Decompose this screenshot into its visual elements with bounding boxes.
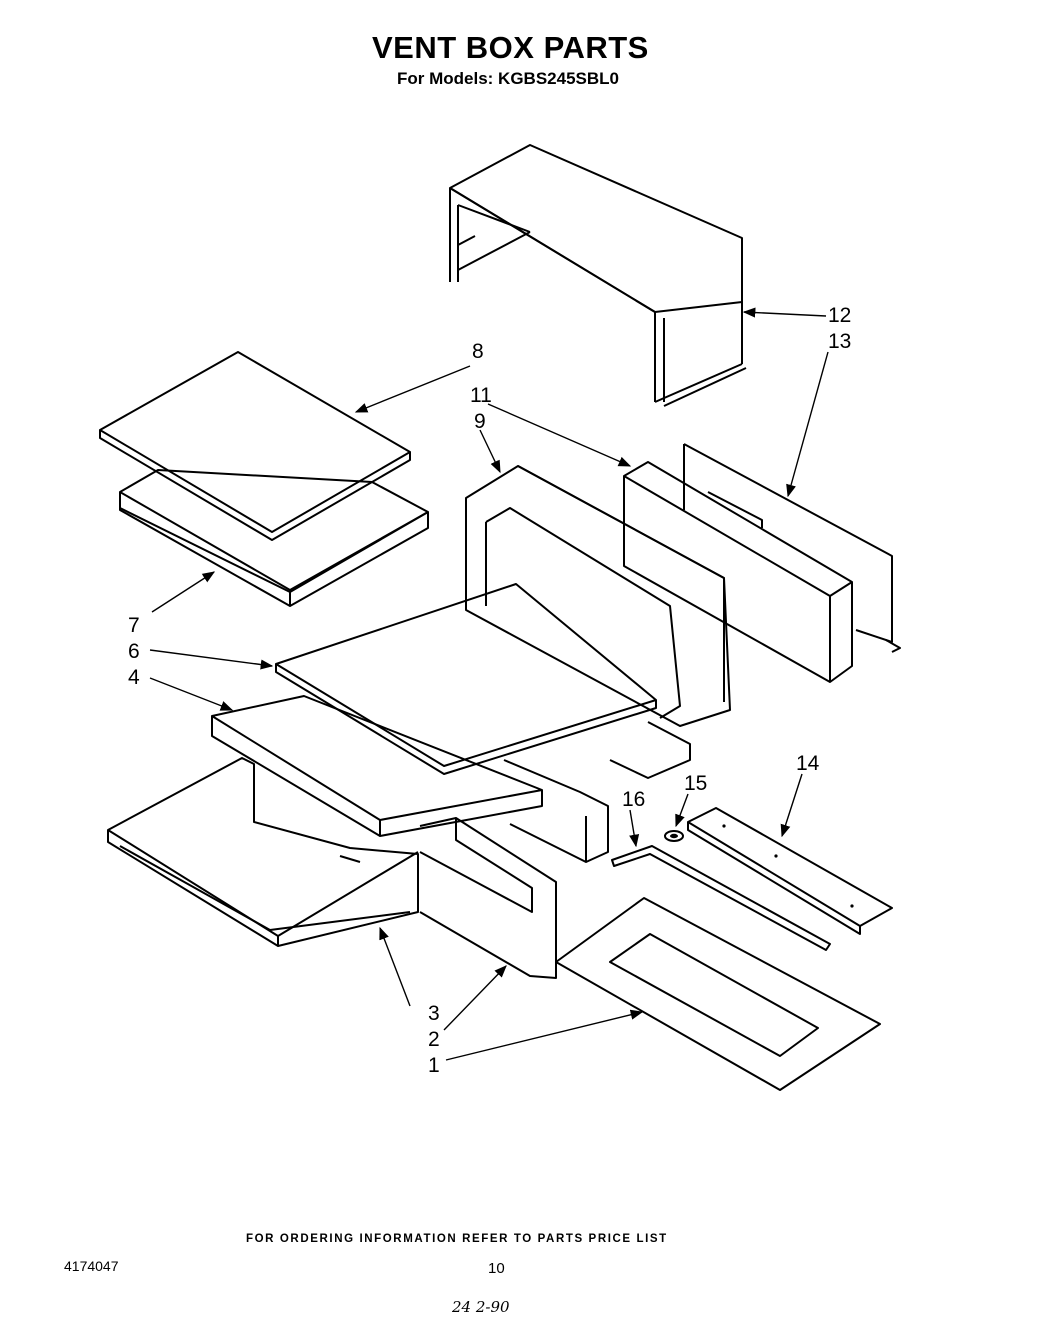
document-number: 4174047 [64, 1258, 119, 1274]
part-16-rod [611, 845, 831, 951]
part-3-vent-box-housing [107, 757, 419, 947]
callout-13: 13 [828, 330, 851, 353]
callout-7: 7 [128, 614, 140, 637]
callout-11: 11 [470, 384, 492, 407]
part-8-top-plate [99, 351, 411, 541]
part-6-damper-plate [275, 583, 657, 775]
part-4-base-plate [211, 695, 543, 837]
part-2-side-panel [419, 817, 557, 979]
leader-lines [149, 307, 829, 1061]
part-11-duct-panel [623, 461, 853, 683]
callout-14: 14 [796, 752, 820, 775]
callout-9: 9 [474, 410, 486, 433]
callout-15: 15 [684, 772, 707, 795]
handwritten-note: 24 2-90 [452, 1298, 510, 1316]
part-15-grommet [664, 830, 684, 842]
part-9-duct-frame [465, 465, 731, 779]
part-12-vent-cover [449, 144, 747, 407]
callout-2: 2 [428, 1028, 440, 1051]
part-13-rear-baffle [683, 443, 901, 653]
callout-3: 3 [428, 1002, 440, 1025]
page-title: VENT BOX PARTS [372, 30, 649, 65]
ordering-info-note: FOR ORDERING INFORMATION REFER TO PARTS … [246, 1233, 668, 1245]
callout-4: 4 [128, 666, 140, 689]
part-14-rail-bracket [687, 807, 893, 935]
part-7-insulation [119, 469, 429, 607]
support-block [503, 759, 609, 863]
callout-16: 16 [622, 788, 645, 811]
callout-12: 12 [828, 304, 851, 327]
callout-8: 8 [472, 340, 484, 363]
callout-1: 1 [428, 1054, 440, 1077]
model-subtitle: For Models: KGBS245SBL0 [397, 69, 619, 88]
part-1-mounting-plate [555, 897, 881, 1091]
page-number: 10 [488, 1260, 505, 1277]
callout-6: 6 [128, 640, 140, 663]
